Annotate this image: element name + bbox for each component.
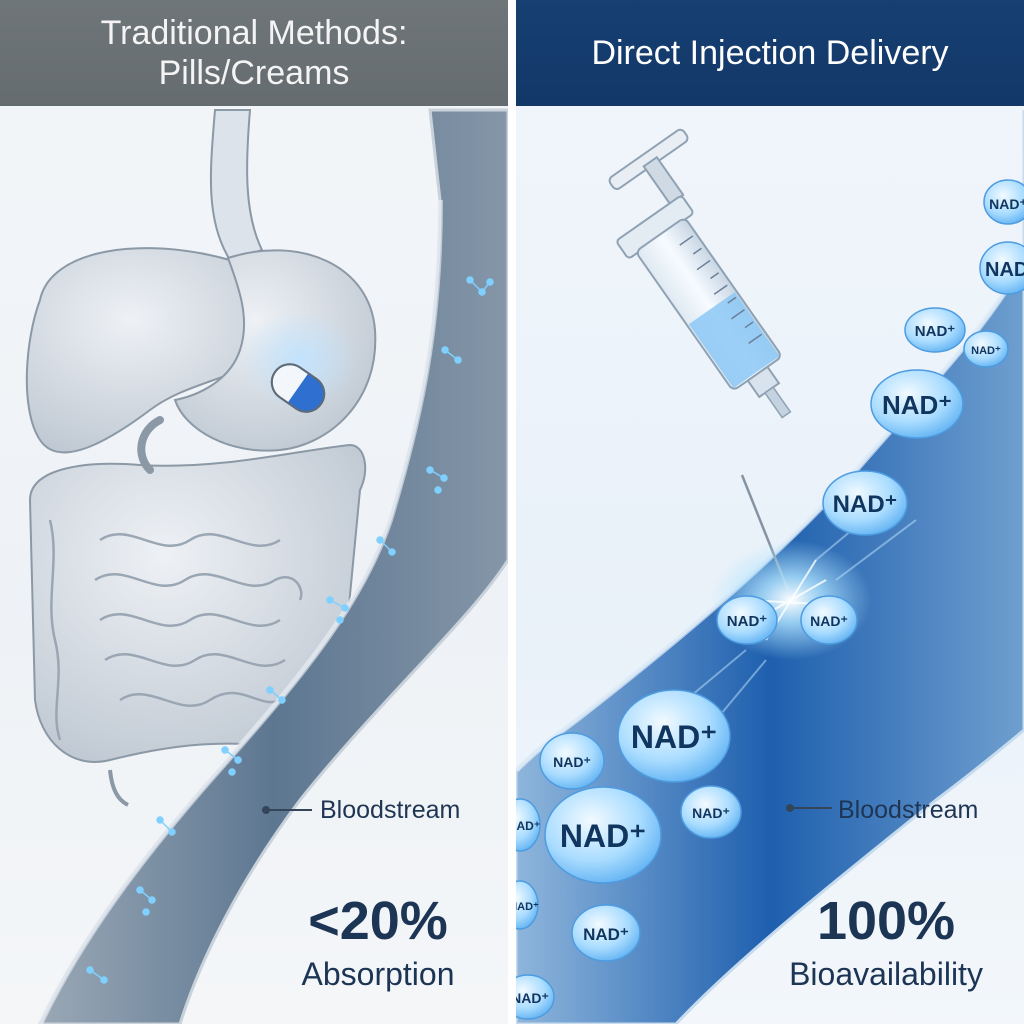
bioavailability-stat-value: 100% (816, 891, 956, 951)
nad-bubble: NAD⁺ (904, 307, 966, 353)
nad-bubble: NAD⁺ (617, 689, 731, 783)
molecule-icon (86, 966, 108, 984)
bloodstream-label: Bloodstream (838, 796, 979, 824)
nad-bubble: NAD⁺ (716, 595, 778, 645)
right-panel: NAD⁺ NAD⁺ NAD⁺ NAD⁺ NAD⁺ NAD⁺ NAD⁺ NAD⁺ … (516, 0, 1024, 1024)
left-panel: Traditional Methods: Pills/Creams Bloods… (0, 0, 508, 1024)
nad-bubble-label: NAD⁺ (631, 719, 717, 755)
molecule-icon (441, 346, 462, 364)
nad-bubble: NAD⁺ (516, 974, 555, 1020)
nad-bubble: NAD⁺ (544, 786, 662, 884)
capsule-icon (270, 363, 326, 413)
molecule-icon (156, 816, 176, 836)
nad-bubble: NAD⁺ (963, 330, 1009, 368)
molecule-icon (221, 746, 242, 776)
esophagus-shape (209, 109, 264, 262)
nad-bubble-label: NAD⁺ (915, 323, 955, 340)
nad-bubble-label: NAD⁺ (560, 818, 646, 854)
nad-bubble-label: NAD⁺ (516, 990, 549, 1006)
nad-bubble: NAD⁺ (539, 732, 605, 790)
digestive-system-illustration (25, 108, 508, 1024)
nad-bubble-label: NAD⁺ (516, 901, 539, 913)
nad-bubble-label: NAD⁺ (833, 491, 898, 518)
molecule-icon (326, 596, 349, 624)
bioavailability-stat-label: Bioavailability (789, 956, 983, 992)
nad-bubble-label: NAD⁺ (810, 613, 848, 629)
nad-bubble-label: NAD⁺ (583, 925, 629, 944)
nad-bubble: NAD⁺ (571, 904, 641, 962)
nad-bubble: NAD⁺ (516, 798, 541, 852)
right-panel-header: Direct Injection Delivery (516, 0, 1024, 106)
panel-divider (508, 0, 516, 1024)
nad-bubble: NAD⁺ (870, 369, 964, 439)
molecule-icon (136, 886, 156, 916)
left-panel-header: Traditional Methods: Pills/Creams (0, 0, 508, 106)
nad-bubble: NAD⁺ (979, 241, 1024, 295)
nad-bubble-label: NAD⁺ (985, 259, 1024, 281)
nad-bubble: NAD⁺ (822, 470, 908, 536)
nad-bubble-label: NAD⁺ (971, 345, 1001, 357)
nad-bubble: NAD⁺ (680, 785, 742, 839)
left-title-line1: Traditional Methods: (100, 14, 408, 52)
absorption-stat-label: Absorption (301, 956, 455, 992)
nad-bubble-label: NAD⁺ (516, 819, 540, 833)
molecule-icon (426, 466, 448, 494)
nad-bubble: NAD⁺ (516, 880, 539, 930)
nad-bubble: NAD⁺ (800, 595, 858, 645)
left-title-line2: Pills/Creams (158, 54, 350, 92)
syringe-icon (608, 128, 792, 419)
right-title: Direct Injection Delivery (591, 34, 949, 72)
molecule-icon (266, 686, 286, 704)
nad-bubble-label: NAD⁺ (727, 613, 767, 630)
nad-bubble-label: NAD⁺ (692, 805, 730, 821)
injection-illustration: NAD⁺ NAD⁺ NAD⁺ NAD⁺ NAD⁺ NAD⁺ NAD⁺ NAD⁺ … (516, 110, 1024, 1024)
nad-bubble-label: NAD⁺ (553, 754, 591, 770)
molecule-icon (376, 536, 396, 556)
absorption-stat-value: <20% (308, 891, 448, 951)
bloodstream-label: Bloodstream (320, 796, 461, 824)
nad-bubble-label: NAD⁺ (882, 390, 952, 420)
nad-bubble: NAD⁺ (983, 179, 1024, 225)
nad-bubble-label: NAD⁺ (989, 196, 1024, 212)
molecule-icon (466, 276, 494, 296)
